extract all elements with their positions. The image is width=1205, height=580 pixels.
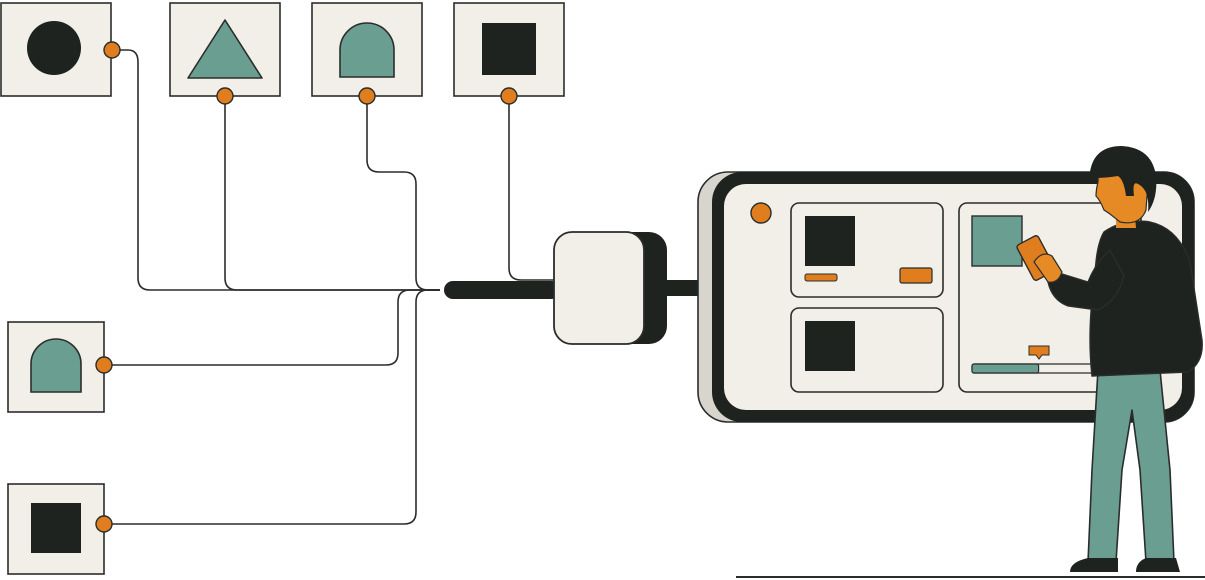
card-tag xyxy=(804,273,838,282)
module-square-left xyxy=(7,483,113,575)
person-holding-phone-icon xyxy=(1016,146,1203,572)
card-image-placeholder xyxy=(971,215,1023,267)
circle-shape-icon xyxy=(27,21,81,75)
module-port xyxy=(95,515,113,533)
wire-square-module-left xyxy=(104,289,440,525)
progress-fill xyxy=(971,363,1040,374)
module-port xyxy=(95,356,113,374)
square-shape-icon xyxy=(31,503,81,553)
card-image-placeholder xyxy=(805,321,855,371)
module-port xyxy=(500,87,518,105)
module-arch-top xyxy=(311,2,423,105)
module-port xyxy=(103,41,121,59)
triangle-shape-icon xyxy=(187,19,263,79)
person-shoe-left xyxy=(1070,558,1118,572)
person-torso xyxy=(1089,220,1203,377)
wire-triangle-module xyxy=(224,96,440,291)
arch-shape-icon xyxy=(339,22,395,78)
connector-hub-icon xyxy=(553,231,667,345)
module-triangle xyxy=(169,2,281,105)
dashboard-card-1 xyxy=(790,202,944,298)
card-image-placeholder xyxy=(805,216,855,266)
module-port xyxy=(358,87,376,105)
status-dot-icon xyxy=(750,202,772,224)
module-port xyxy=(216,87,234,105)
person-arm xyxy=(1047,248,1125,311)
person-hair xyxy=(1090,146,1157,212)
arch-shape-icon xyxy=(30,338,82,393)
person-legs xyxy=(1087,369,1175,563)
module-circle xyxy=(0,2,121,97)
wire-arch-module-top xyxy=(366,96,440,291)
module-arch-left xyxy=(7,321,113,413)
main-trunk xyxy=(444,280,702,299)
card-button xyxy=(899,267,933,284)
module-square-top xyxy=(453,2,565,105)
wire-square-module-top xyxy=(508,96,555,281)
progress-marker-icon xyxy=(1028,345,1050,360)
dashboard-screen-icon xyxy=(697,171,1195,423)
connection-lines xyxy=(104,49,555,525)
wire-circle-module xyxy=(112,49,440,291)
person-shoe-right xyxy=(1136,558,1180,572)
square-shape-icon xyxy=(482,23,536,75)
person-hand xyxy=(1033,253,1063,283)
dashboard-card-2 xyxy=(790,307,944,393)
wire-arch-module-left xyxy=(104,289,440,366)
source-modules xyxy=(0,2,565,575)
